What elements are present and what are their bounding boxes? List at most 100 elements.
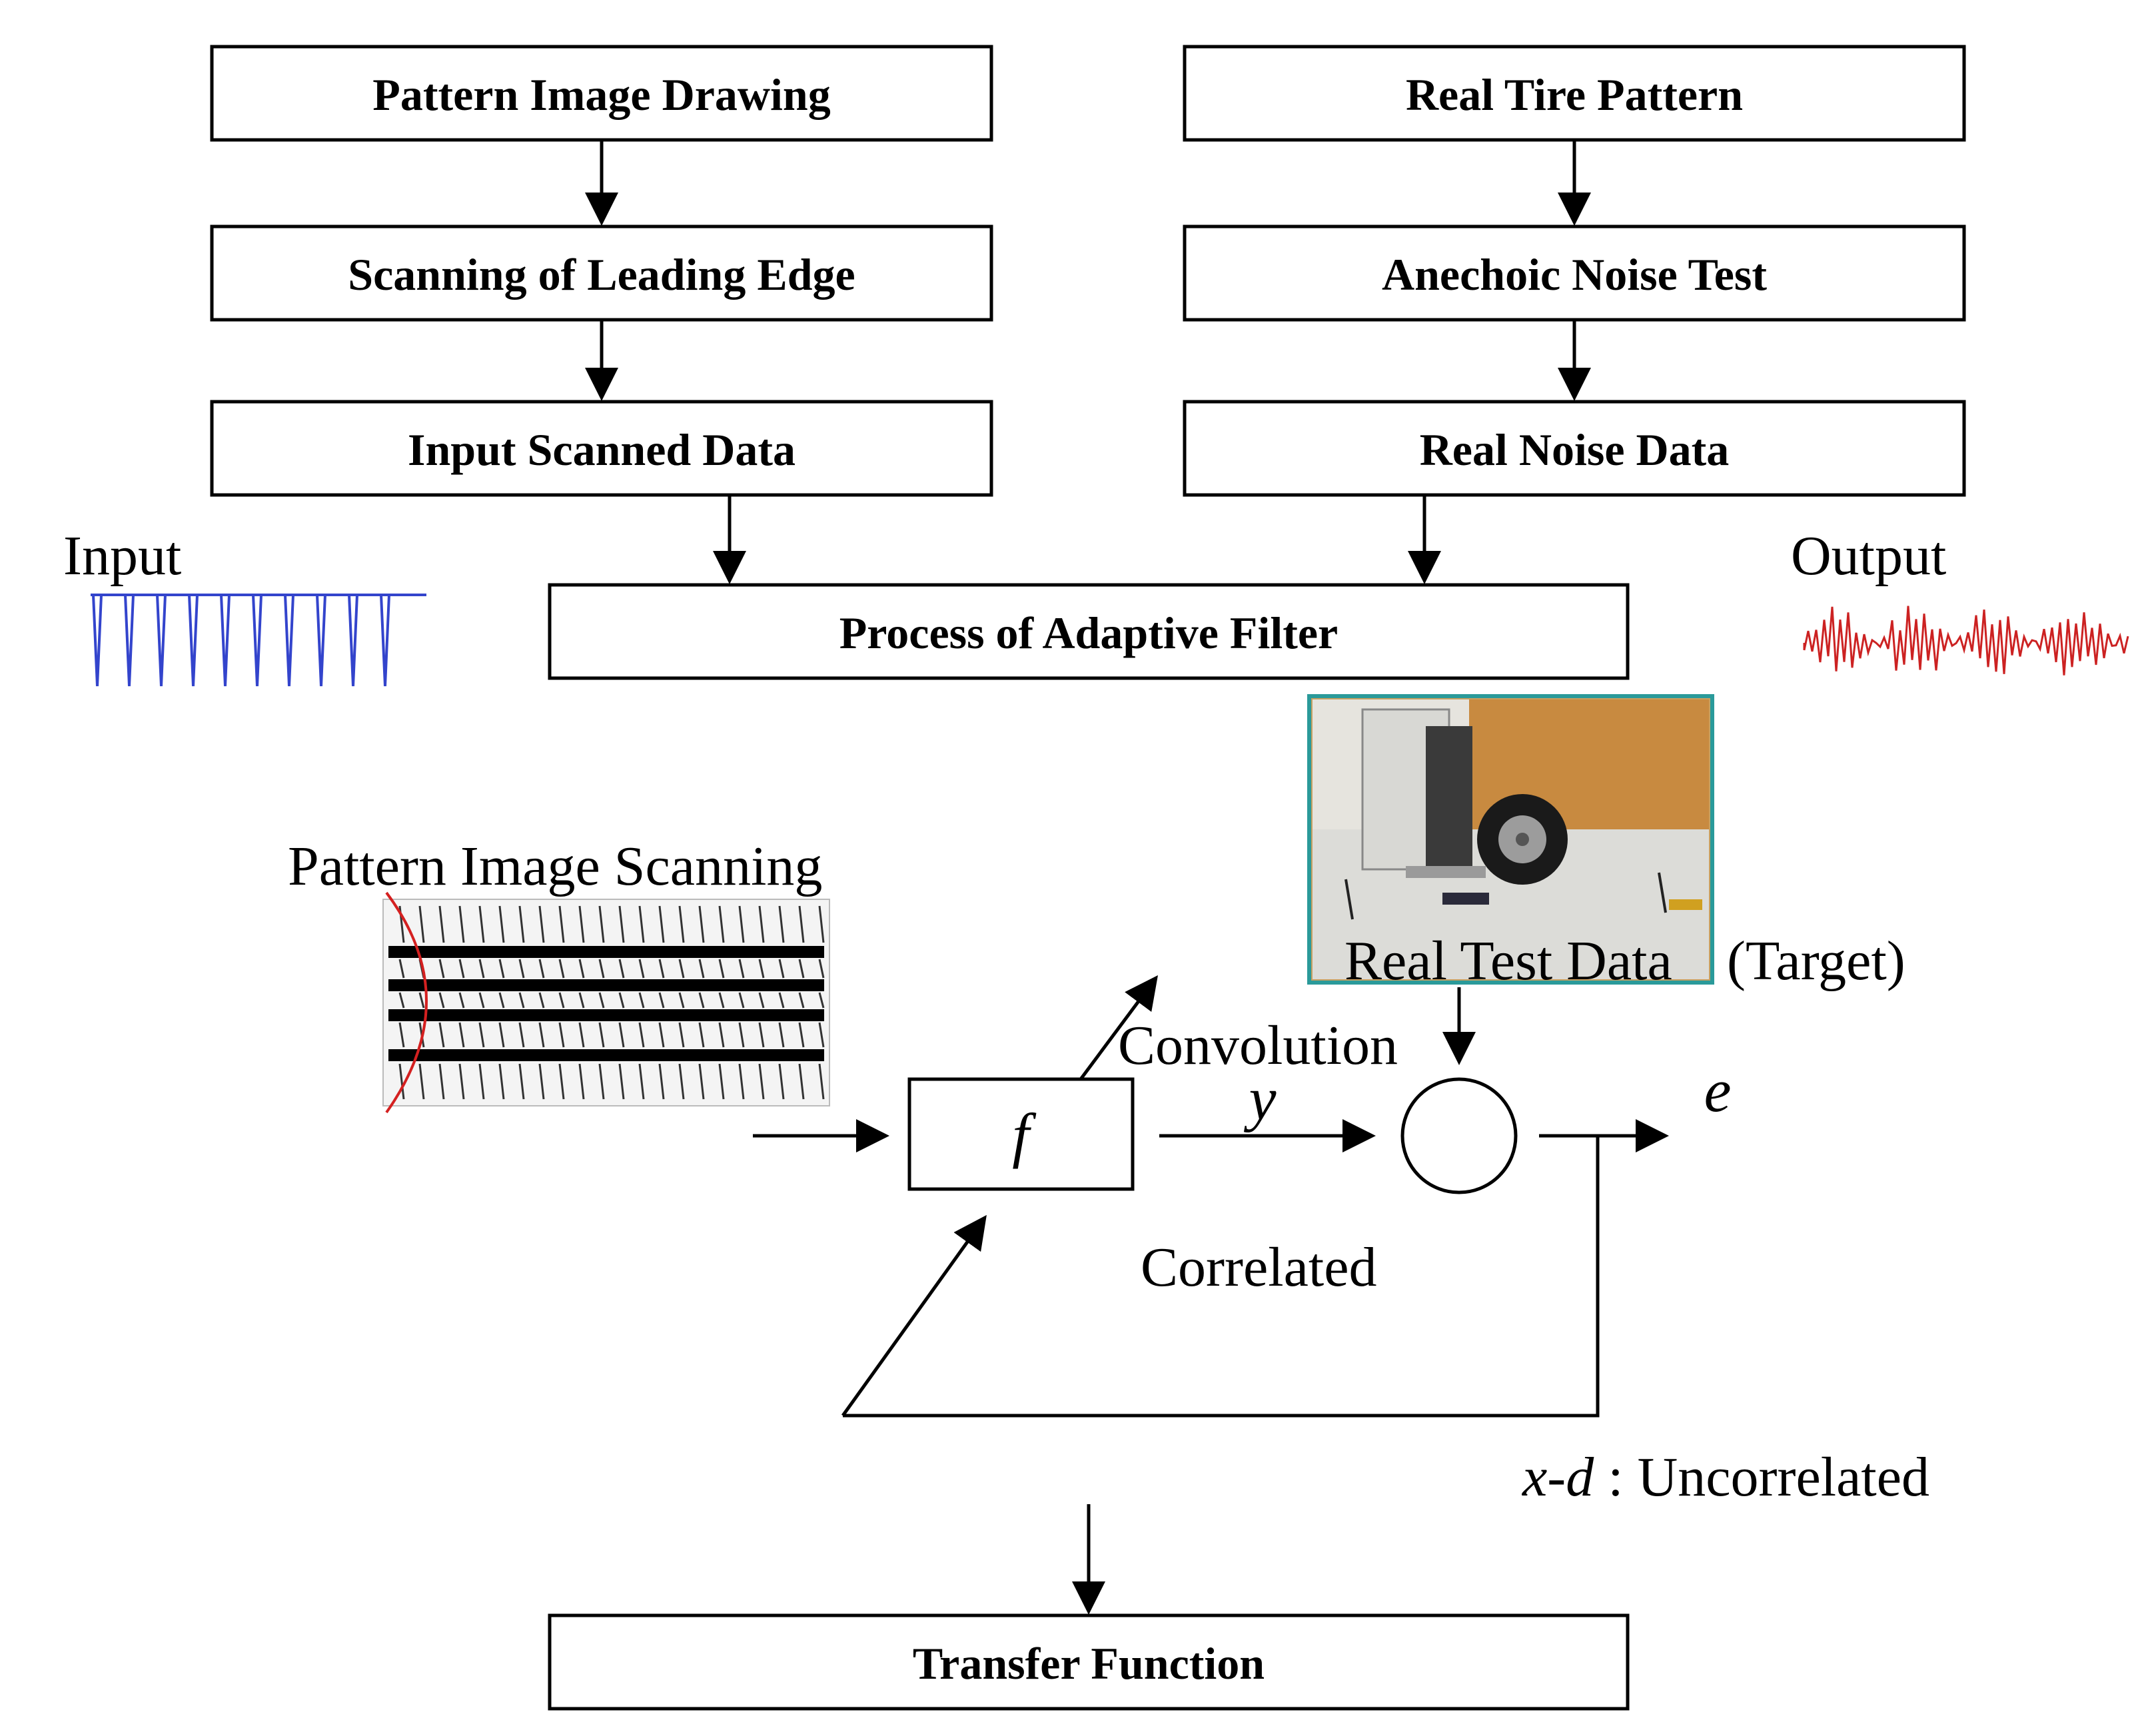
box-pattern-image-drawing-label: Pattern Image Drawing [372, 69, 830, 120]
output-label: Output [1791, 525, 1946, 587]
tread-sipe [618, 905, 625, 943]
tread-sipe [418, 992, 425, 1009]
tread-sipe [738, 905, 745, 943]
tread-sipe [438, 992, 445, 1009]
box-anechoic-noise-test: Anechoic Noise Test [1183, 224, 1966, 322]
tread-sipe [498, 905, 505, 943]
tread-sipe [698, 1022, 705, 1048]
e-symbol: e [1704, 1057, 1732, 1124]
tread-sipe [578, 1063, 585, 1100]
tread-sipe [558, 905, 565, 943]
uncorrelated-symbol: x-d [1521, 1446, 1594, 1508]
tread-sipe [778, 959, 785, 979]
tread-sipe [478, 992, 485, 1009]
tread-sipe [678, 1063, 685, 1100]
tread-sipe [478, 905, 485, 943]
tread-sipe [558, 1063, 565, 1100]
tread-sipe [718, 959, 725, 979]
box-pattern-image-drawing: Pattern Image Drawing [210, 45, 993, 142]
tread-sipe [778, 1063, 785, 1100]
tread-sipe [618, 1022, 625, 1048]
tread-sipe [658, 1022, 665, 1048]
tread-sipe [438, 959, 445, 979]
tread-sipe [698, 959, 705, 979]
box-process-adaptive-filter-label: Process of Adaptive Filter [839, 608, 1338, 658]
box-transfer-function: Transfer Function [548, 1613, 1630, 1711]
tread-sipe [758, 905, 765, 943]
tread-sipe [718, 905, 725, 943]
box-transfer-function-label: Transfer Function [913, 1638, 1265, 1689]
summing-node [1400, 1077, 1518, 1194]
tread-sipe [558, 959, 565, 979]
tread-sipe [658, 905, 665, 943]
tread-sipe [798, 1063, 805, 1100]
box-real-tire-pattern-label: Real Tire Pattern [1406, 69, 1743, 120]
correlated-label: Correlated [1141, 1236, 1377, 1298]
tread-sipe [538, 959, 545, 979]
tread-sipe [638, 959, 645, 979]
tread-sipe [698, 992, 705, 1009]
tread-sipe [618, 959, 625, 979]
arrow-feedback-to-filter [841, 1214, 987, 1417]
tread-sipe [678, 905, 685, 943]
tread-sipe [798, 992, 805, 1009]
tread-sipe [818, 1063, 825, 1100]
tread-sipe [518, 1022, 525, 1048]
tread-sipe [518, 905, 525, 943]
tread-sipe [818, 992, 825, 1009]
tread-sipe [598, 1063, 605, 1100]
tread-sipe [638, 905, 645, 943]
real-test-data-label: Real Test Data [1344, 930, 1672, 992]
tread-sipe [698, 1063, 705, 1100]
tread-sipe [658, 992, 665, 1009]
tread-sipe [518, 992, 525, 1009]
box-real-noise-data-label: Real Noise Data [1420, 424, 1730, 475]
tread-sipe [778, 905, 785, 943]
tread-sipe [658, 959, 665, 979]
tread-sipe [538, 905, 545, 943]
tread-sipe [418, 1063, 425, 1100]
box-anechoic-noise-test-label: Anechoic Noise Test [1382, 249, 1767, 300]
tread-sipe [818, 905, 825, 943]
tread-sipe [438, 1022, 445, 1048]
tread-sipe [618, 1063, 625, 1100]
tread-sipe [678, 959, 685, 979]
tread-sipe [758, 1022, 765, 1048]
tread-sipe [478, 1022, 485, 1048]
tread-sipe [798, 905, 805, 943]
tread-sipe [458, 905, 465, 943]
box-real-tire-pattern: Real Tire Pattern [1183, 45, 1966, 142]
tread-sipe [418, 905, 425, 943]
tread-sipe [458, 1022, 465, 1048]
tread-sipe [578, 992, 585, 1009]
tread-sipe [758, 1063, 765, 1100]
real-test-photo [1307, 694, 1714, 985]
tread-sipe [758, 959, 765, 979]
tread-sipe [818, 1022, 825, 1048]
tread-sipe [438, 905, 445, 943]
box-scanning-leading-edge-label: Scanning of Leading Edge [348, 249, 855, 300]
box-input-scanned-data: Input Scanned Data [210, 400, 993, 497]
box-real-noise-data: Real Noise Data [1183, 400, 1966, 497]
tread-sipe [458, 959, 465, 979]
uncorrelated-text: : Uncorrelated [1594, 1446, 1929, 1508]
tread-sipe [518, 959, 525, 979]
filter-block: f [907, 1077, 1135, 1191]
scan-arc [385, 891, 428, 1114]
tread-sipe [778, 1022, 785, 1048]
tread-sipe [598, 992, 605, 1009]
target-label: (Target) [1727, 930, 1905, 992]
convolution-label: Convolution [1118, 1015, 1398, 1077]
tread-sipe [638, 1063, 645, 1100]
tread-sipe [498, 1063, 505, 1100]
tread-sipe [758, 992, 765, 1009]
tread-sipe [438, 1063, 445, 1100]
tread-sipe [698, 905, 705, 943]
tread-sipe [638, 1022, 645, 1048]
tread-sipe [498, 1022, 505, 1048]
tread-sipe [618, 992, 625, 1009]
tread-sipe [598, 959, 605, 979]
tread-sipe [738, 959, 745, 979]
tread-sipe [678, 992, 685, 1009]
